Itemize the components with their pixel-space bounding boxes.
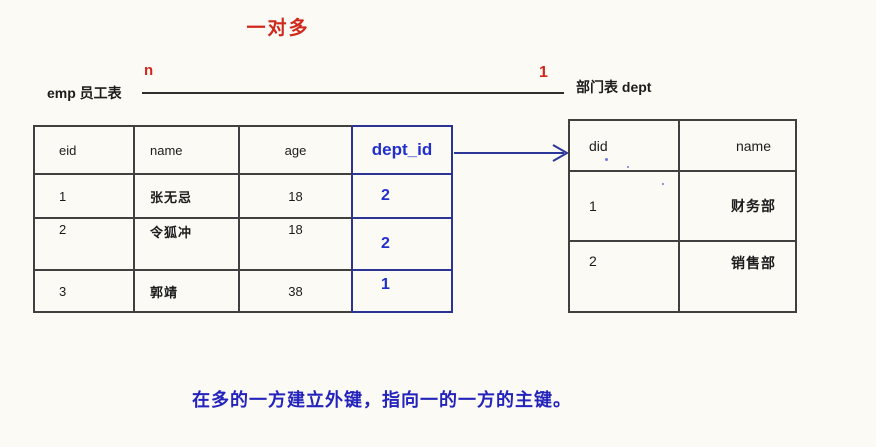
ink-dot xyxy=(627,166,629,168)
emp-cell-age: 38 xyxy=(240,271,353,313)
dept-row-1: 1 财务部 xyxy=(568,172,797,242)
dept-row-2: 2 销售部 xyxy=(568,242,797,313)
emp-header-dept-id: dept_id xyxy=(353,125,453,175)
dept-cell-name: 财务部 xyxy=(680,172,797,242)
emp-cell-name: 郭靖 xyxy=(135,271,240,313)
dept-cell-did: 1 xyxy=(568,172,680,242)
emp-cell-name: 张无忌 xyxy=(135,175,240,219)
ink-dot xyxy=(662,183,664,185)
slide-title: 一对多 xyxy=(246,18,310,39)
dept-header-did: did xyxy=(568,119,680,172)
emp-header-name: name xyxy=(135,125,240,175)
emp-cell-age: 18 xyxy=(240,219,353,271)
emp-cell-eid: 3 xyxy=(33,271,135,313)
emp-header-row: eid name age dept_id xyxy=(33,125,453,175)
emp-cell-dept-id: 2 xyxy=(353,219,453,271)
dept-cell-name: 销售部 xyxy=(680,242,797,313)
emp-cell-age: 18 xyxy=(240,175,353,219)
emp-table-label: emp 员工表 xyxy=(47,85,122,101)
dept-table: did name 1 财务部 2 销售部 xyxy=(568,119,797,313)
ink-dot xyxy=(605,158,608,161)
emp-table: eid name age dept_id 1 张无忌 18 2 2 令狐冲 18… xyxy=(33,125,453,313)
note-text: 在多的一方建立外键，指向一的一方的主键。 xyxy=(192,390,572,410)
emp-header-eid: eid xyxy=(33,125,135,175)
emp-cell-name: 令狐冲 xyxy=(135,219,240,271)
dept-header-name: name xyxy=(680,119,797,172)
emp-cell-dept-id: 2 xyxy=(353,175,453,219)
many-cardinality-label: n xyxy=(144,62,154,79)
emp-cell-dept-id: 1 xyxy=(353,271,453,313)
foreign-key-arrow xyxy=(454,144,570,162)
emp-row-3: 3 郭靖 38 1 xyxy=(33,271,453,313)
emp-cell-eid: 2 xyxy=(33,219,135,271)
dept-table-label: 部门表 dept xyxy=(576,79,652,95)
emp-header-age: age xyxy=(240,125,353,175)
emp-row-1: 1 张无忌 18 2 xyxy=(33,175,453,219)
emp-row-2: 2 令狐冲 18 2 xyxy=(33,219,453,271)
one-cardinality-label: 1 xyxy=(539,64,548,81)
dept-cell-did: 2 xyxy=(568,242,680,313)
dept-header-row: did name xyxy=(568,119,797,172)
relationship-line xyxy=(142,92,564,94)
emp-cell-eid: 1 xyxy=(33,175,135,219)
